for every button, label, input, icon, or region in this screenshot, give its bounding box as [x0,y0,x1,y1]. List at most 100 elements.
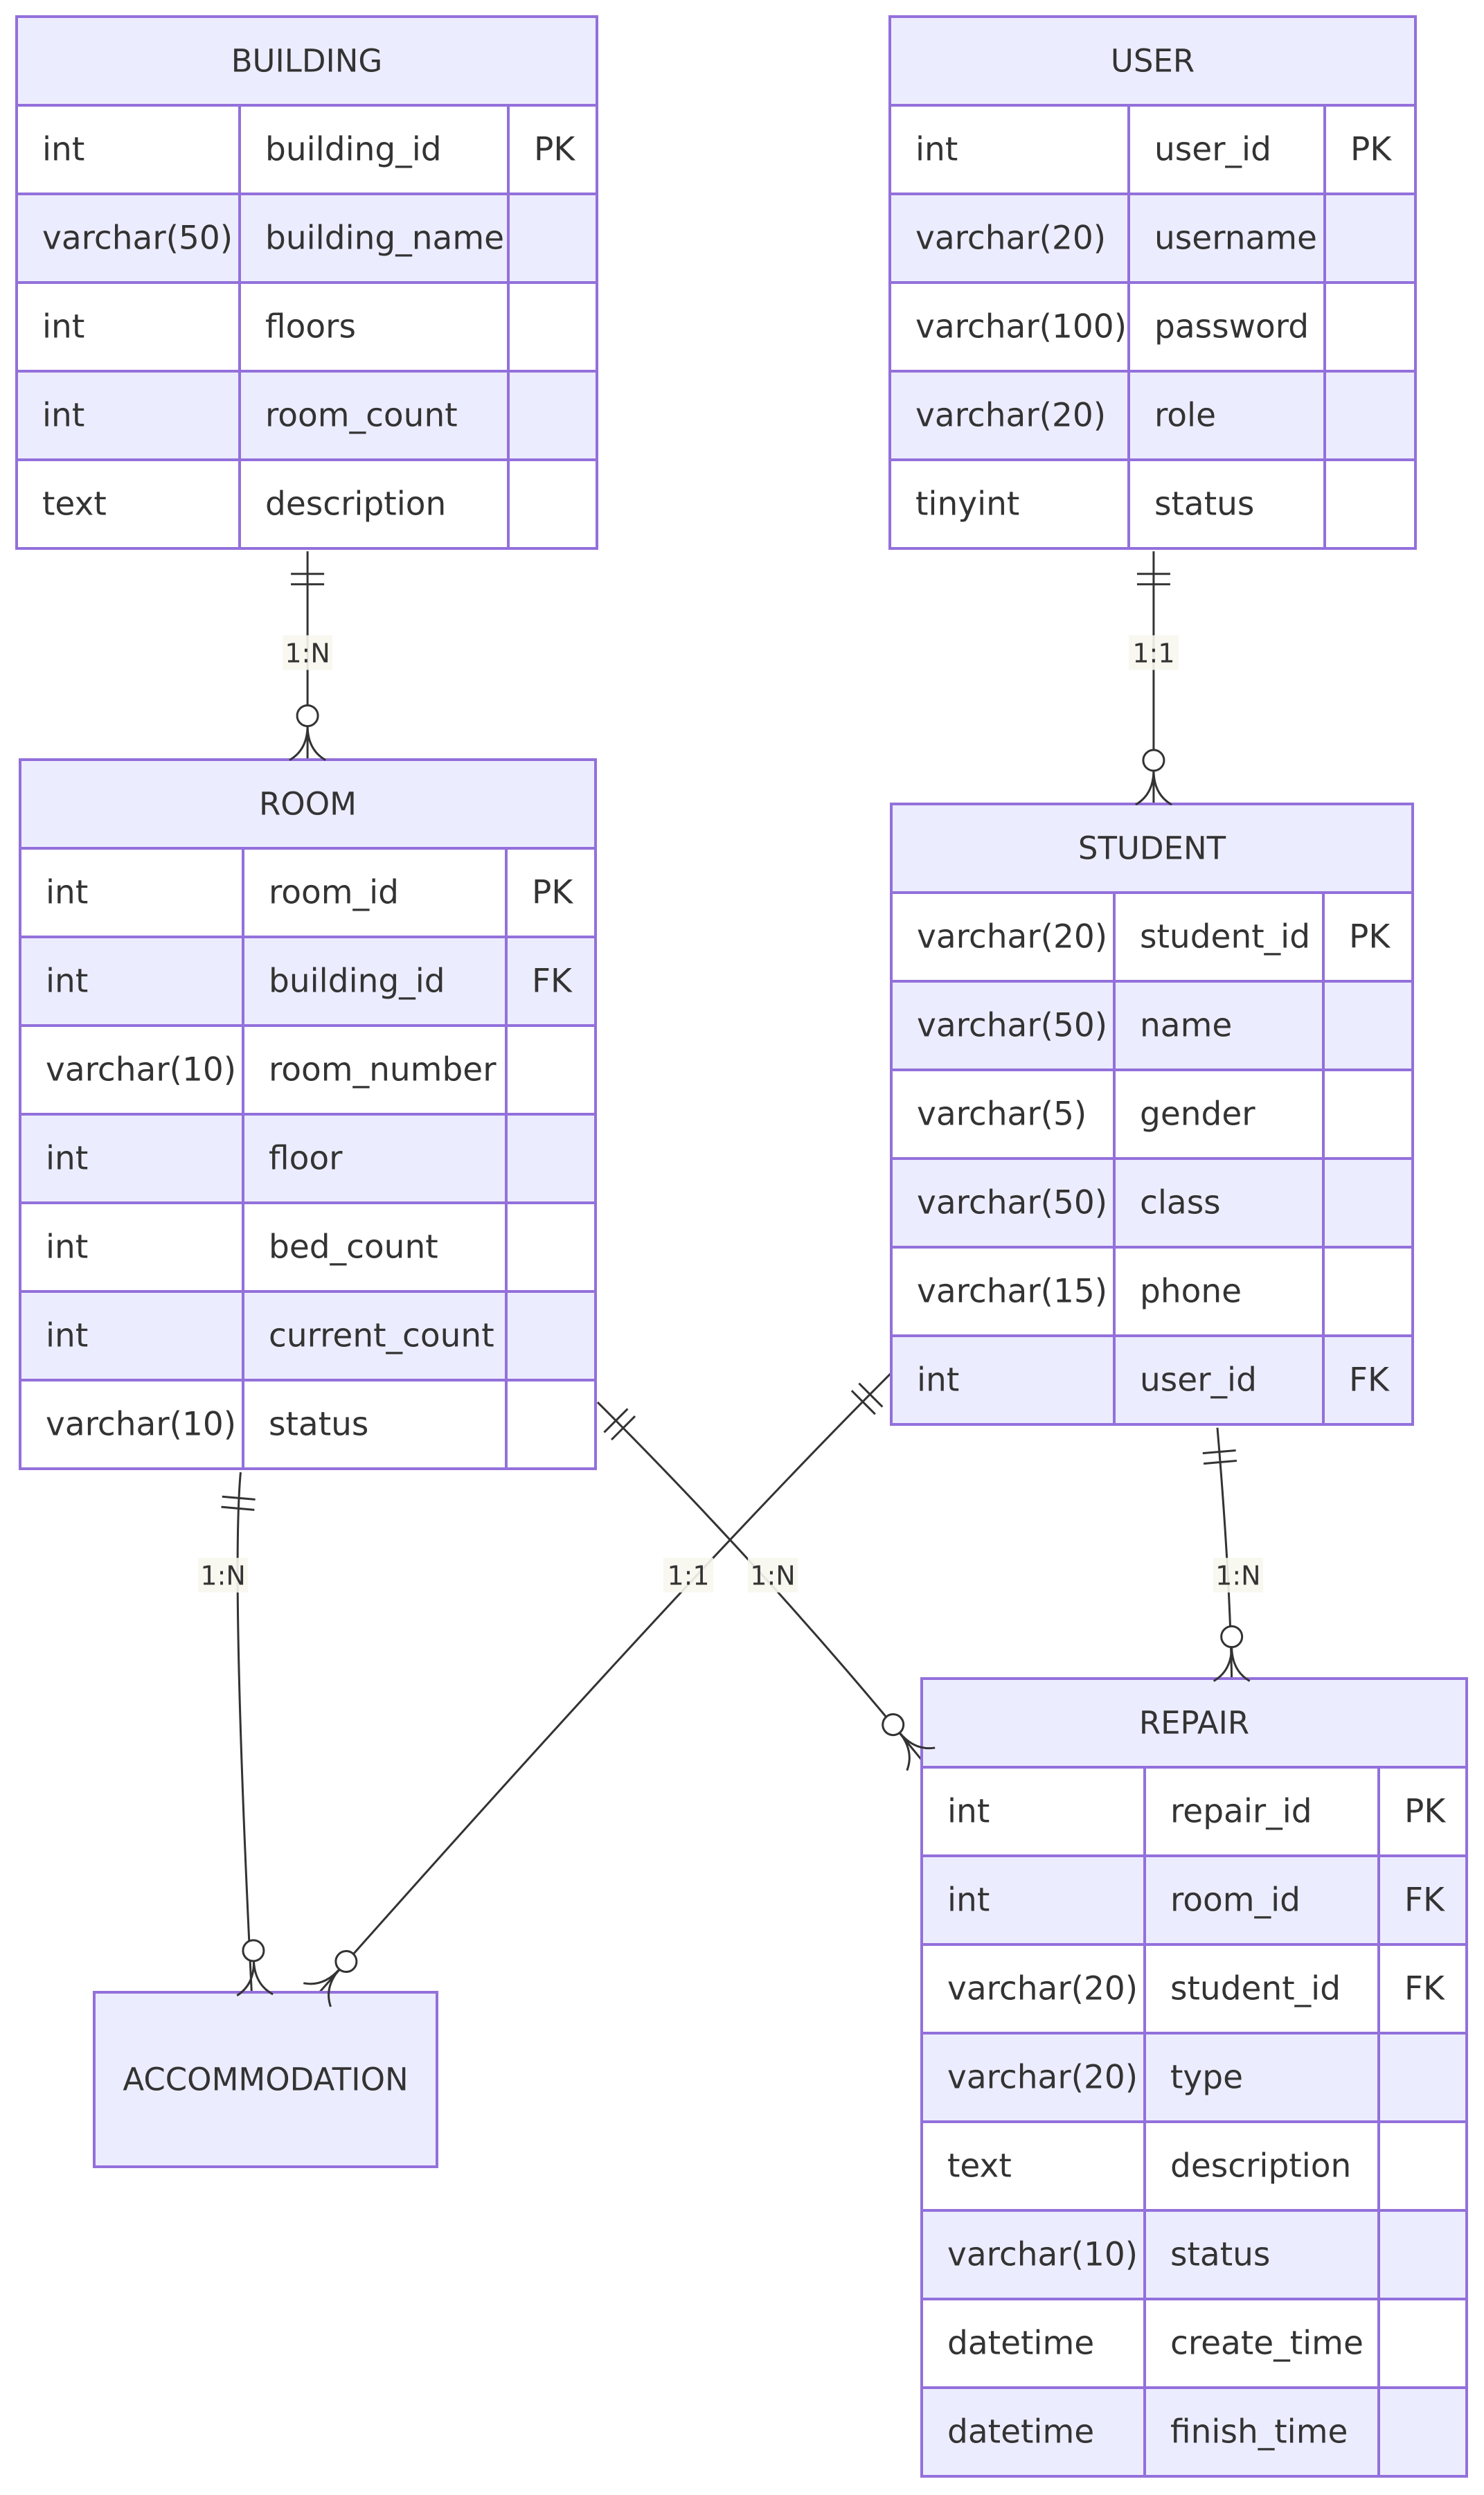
cardinality-one-marker [1202,1449,1237,1465]
attribute-row [17,194,597,283]
entity-border [890,803,1414,1426]
attribute-name: user_id [1140,1361,1257,1399]
attribute-name: description [265,485,446,524]
attribute-type: varchar(10) [46,1406,236,1444]
attribute-row [891,1159,1413,1247]
attribute-row [922,1944,1467,2033]
attribute-name: repair_id [1170,1793,1312,1831]
entity-title: BUILDING [231,43,383,80]
relationship-label-bg [283,635,333,670]
attribute-key: FK [1404,1881,1445,1920]
attribute-type: int [917,1361,959,1399]
cardinality-many-marker [1213,1625,1251,1682]
attribute-name: finish_time [1170,2413,1348,2451]
attribute-type: int [42,397,84,435]
attribute-row [17,460,597,548]
entity-header [890,17,1415,105]
attribute-row [17,105,597,194]
attribute-key: FK [1349,1361,1390,1399]
attribute-name: name [1140,1007,1232,1045]
attribute-type: varchar(50) [917,1007,1107,1045]
attribute-name: floor [269,1140,343,1178]
relationship-label-bg [1213,1557,1263,1593]
relationship-label-bg [663,1557,714,1593]
entity-border [920,1677,1468,2478]
entity-header [20,760,596,848]
attribute-name: current_count [269,1317,494,1355]
attribute-name: student_id [1170,1970,1341,2008]
cardinality-one-marker [603,1408,636,1441]
attribute-row [922,2299,1467,2388]
entity-header [922,1679,1467,1767]
attribute-row [891,893,1413,981]
attribute-row [922,1767,1467,1856]
attribute-name: building_id [265,131,442,169]
attribute-row [20,1114,596,1203]
attribute-row [20,848,596,937]
entity-header [891,804,1413,893]
attribute-type: varchar(5) [917,1096,1087,1134]
attribute-type: int [46,1317,88,1355]
cardinality-one-marker [1136,573,1170,586]
attribute-row [922,2122,1467,2210]
cardinality-many-marker [236,1939,274,1997]
attribute-row [20,1026,596,1114]
attribute-row [890,105,1415,194]
attribute-type: varchar(20) [915,220,1106,258]
relationship-label: 1:1 [667,1561,709,1591]
attribute-name: role [1154,397,1216,435]
attribute-name: building_name [265,220,504,258]
relationship-label-bg [747,1557,798,1593]
relationship-label: 1:N [285,638,330,668]
attribute-key: FK [1404,1970,1445,2008]
cardinality-many-marker [1135,749,1172,806]
attribute-name: status [1170,2236,1270,2274]
attribute-key: FK [532,963,573,1001]
entity-box [93,1991,438,2168]
attribute-type: varchar(50) [42,220,233,258]
cardinality-many-marker [289,704,326,761]
attribute-name: status [269,1406,368,1444]
entity-title: ROOM [259,786,357,823]
attribute-type: tinyint [915,485,1019,524]
attribute-type: datetime [947,2325,1094,2363]
attribute-row [20,1380,596,1469]
entity-title: REPAIR [1139,1705,1249,1742]
relationship-line-room-accommodation [236,1472,253,1995]
attribute-row [890,371,1415,460]
attribute-name: class [1140,1184,1221,1222]
attribute-row [20,1291,596,1380]
attribute-name: floors [265,308,356,346]
attribute-type: int [46,963,88,1001]
attribute-name: password [1154,308,1309,346]
attribute-type: text [947,2147,1012,2185]
attribute-type: varchar(100) [915,308,1127,346]
attribute-type: int [947,1881,990,1920]
cardinality-one-marker [291,573,325,586]
attribute-type: int [46,874,88,912]
attribute-key: PK [1350,131,1392,169]
attribute-name: room_id [269,874,399,912]
attribute-row [891,1070,1413,1159]
attribute-type: varchar(20) [947,1970,1138,2008]
attribute-type: varchar(50) [917,1184,1107,1222]
attribute-name: status [1154,485,1254,524]
attribute-row [890,460,1415,548]
entity-title: USER [1111,43,1195,80]
attribute-row [20,937,596,1026]
attribute-row [20,1203,596,1291]
attribute-name: description [1170,2147,1351,2185]
attribute-name: room_number [269,1051,497,1089]
attribute-row [922,2210,1467,2299]
relationship-label: 1:N [1215,1561,1260,1591]
attribute-name: type [1170,2059,1243,2097]
attribute-type: int [42,308,84,346]
attribute-row [922,2388,1467,2476]
attribute-row [890,283,1415,371]
attribute-row [922,1856,1467,1944]
attribute-type: int [46,1140,88,1178]
attribute-name: username [1154,220,1317,258]
